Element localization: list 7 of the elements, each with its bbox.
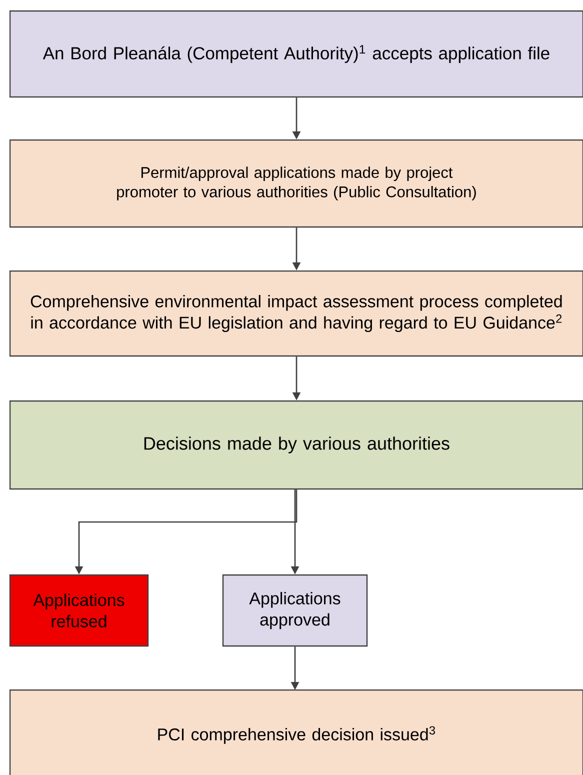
outcome-box: Applications approved	[222, 574, 368, 647]
process-box: Comprehensive environmental impact assessment process completed in accordance with EU legislation and having regard to EU Guidance$^{2}$	[9, 270, 583, 357]
process-box: Permit/approval applications made by project promoter to various authorities (Public Consultation)	[9, 139, 583, 228]
process-box: PCI comprehensive decision issued$^{3}$	[9, 689, 583, 775]
outcome-box: Applications refused	[9, 574, 149, 647]
decision-box: Decisions made by various authorities	[9, 400, 583, 490]
process-box: An Bord Pleanála (Competent Authority)$^{1}$ accepts application file	[9, 10, 583, 98]
